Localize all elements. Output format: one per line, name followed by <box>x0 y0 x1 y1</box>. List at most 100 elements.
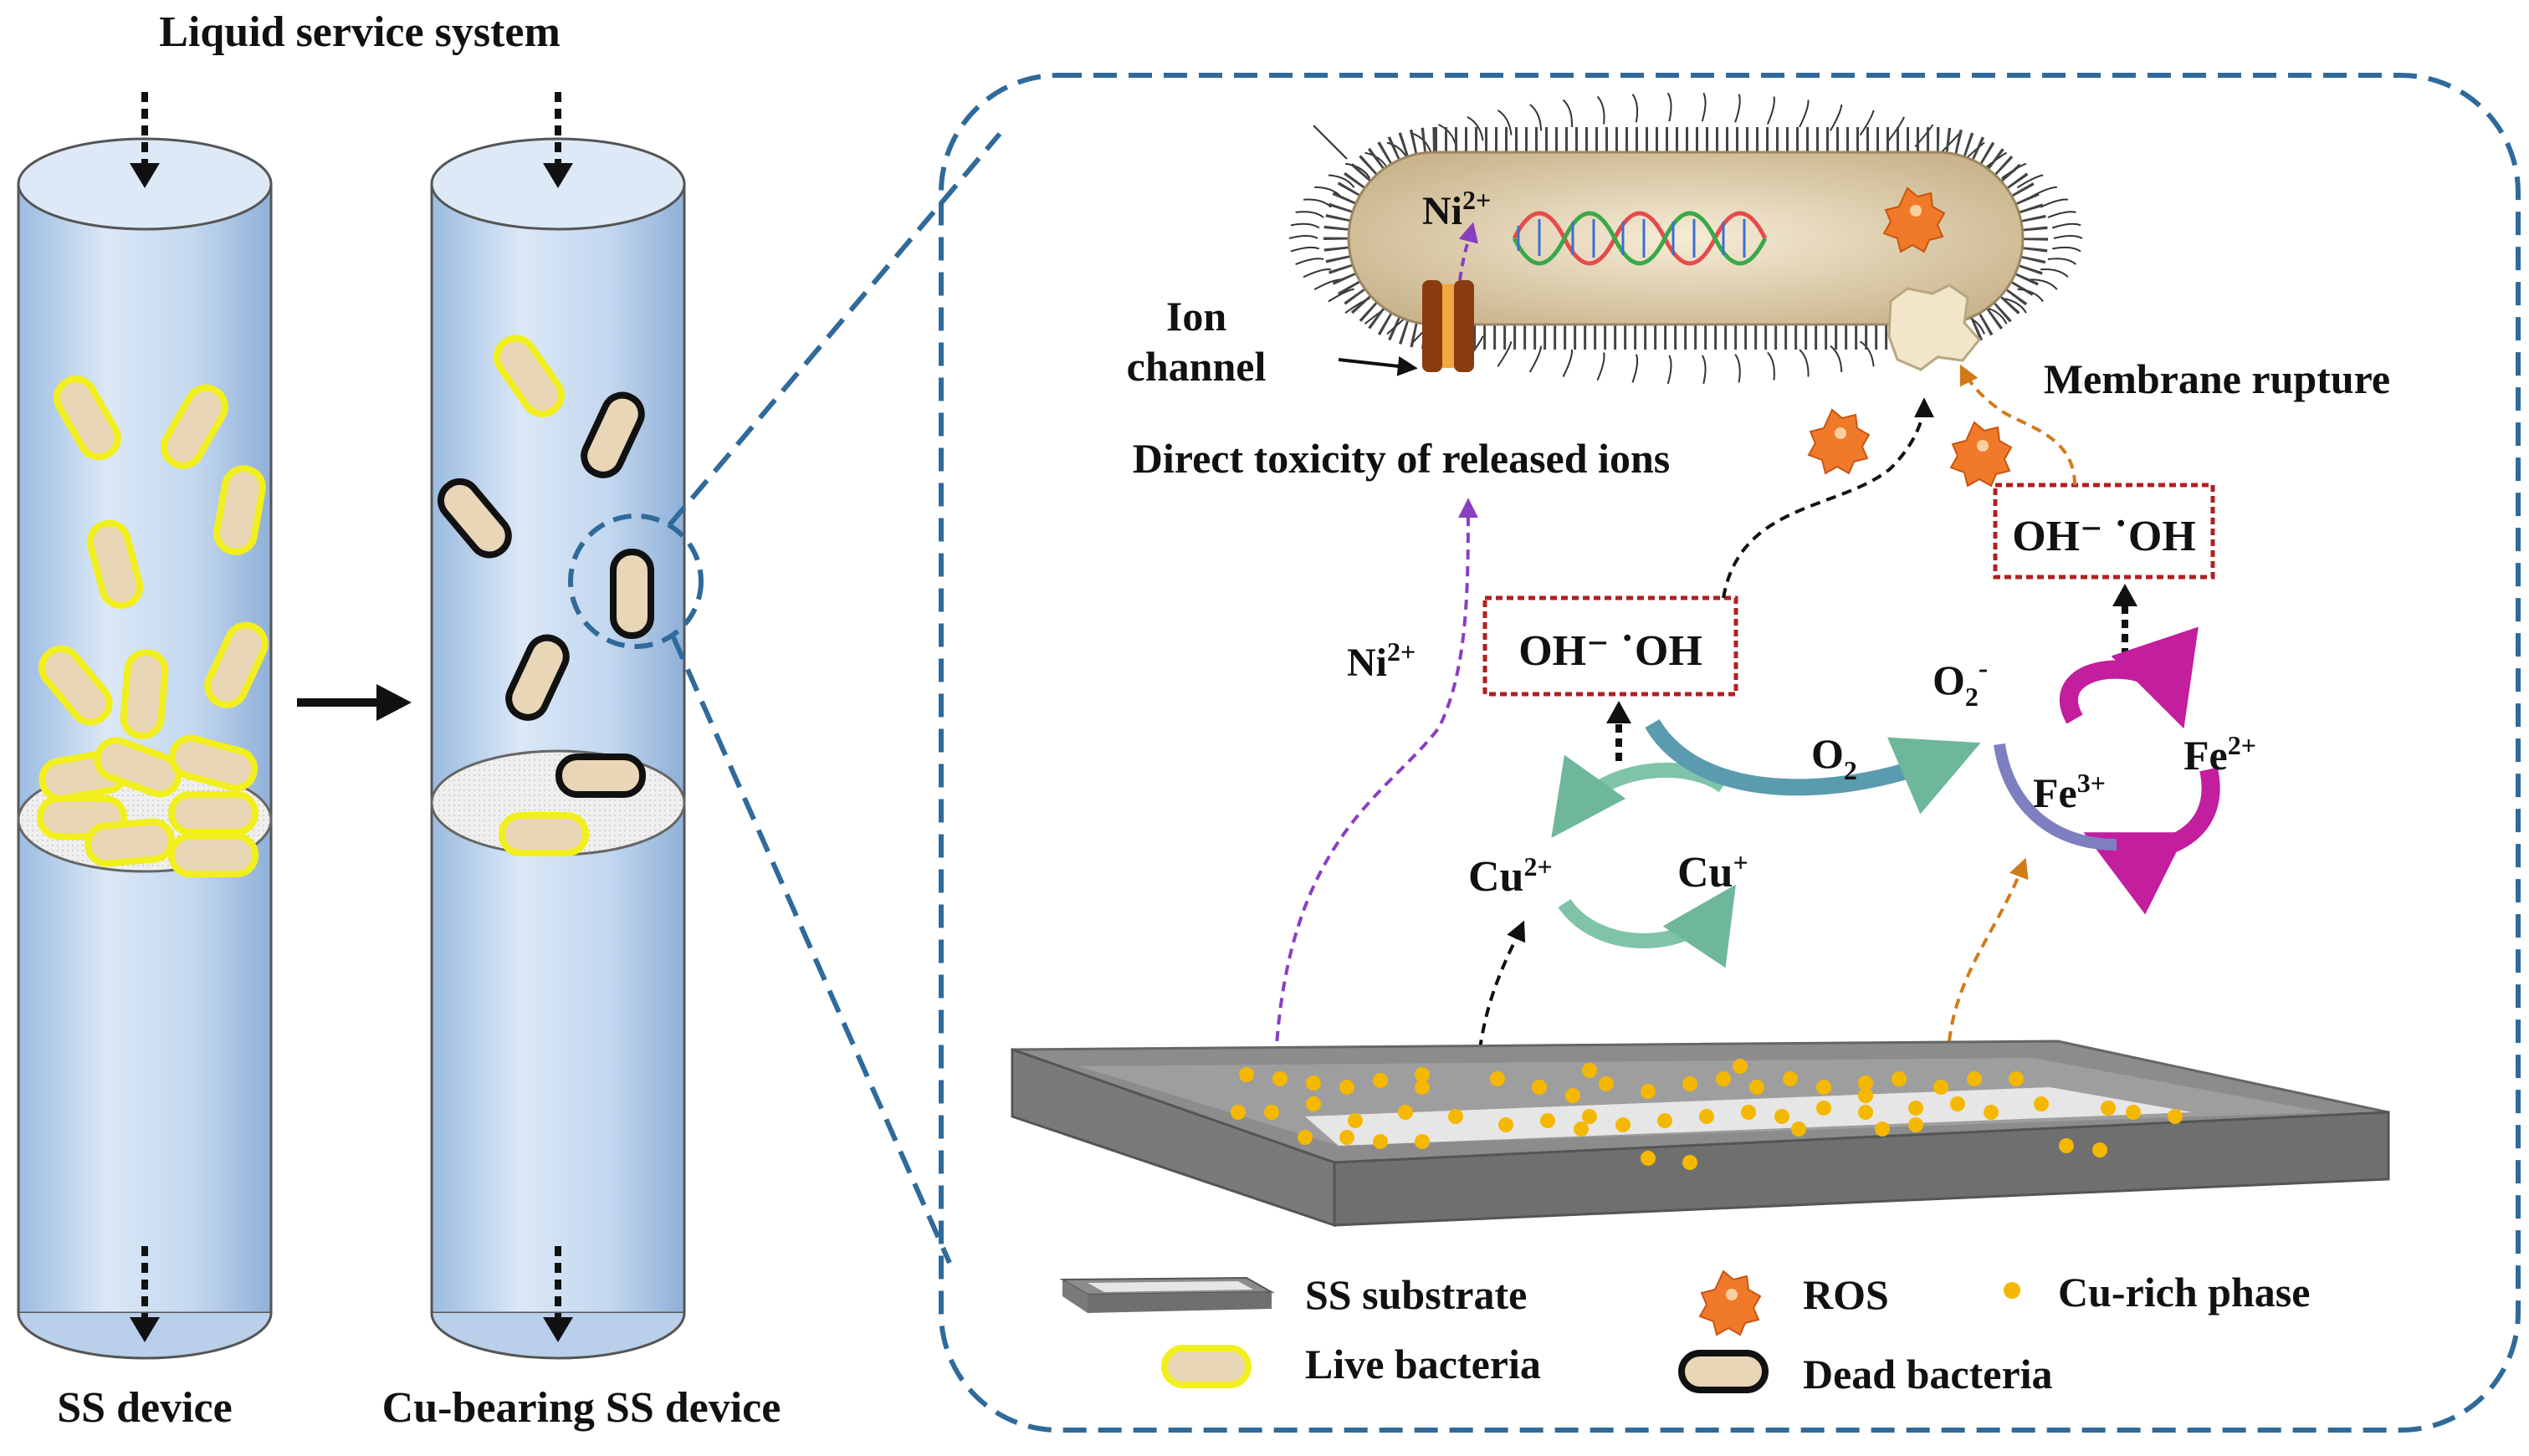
hydroxyl-box-left <box>1482 595 1738 697</box>
hydroxyl-label-right: OH⁻ ˙OH <box>2012 513 2196 560</box>
cilium <box>1799 349 1810 377</box>
cilium <box>1596 352 1605 381</box>
legend-cu-rich-icon <box>2004 1282 2020 1299</box>
cilium <box>1830 345 1843 373</box>
o2-reduction-arrow <box>1645 718 1981 815</box>
cu2-label: Cu2+ <box>1468 851 1553 901</box>
cilium <box>1562 99 1574 127</box>
cilium <box>2051 222 2081 229</box>
ion-channel-pointer <box>1338 355 1418 376</box>
cilium <box>1467 115 1484 141</box>
ros-icon-mid <box>1807 408 1871 475</box>
flow-arrow-in-right <box>543 92 573 188</box>
cu-to-hydroxyl-arrow <box>1606 701 1631 761</box>
cilium <box>2017 288 2044 303</box>
ros-icon-right <box>1949 421 2013 488</box>
cu-particle <box>1339 1080 1354 1095</box>
cu-release-arrow <box>1475 920 1526 1084</box>
hydroxyl-label-left: OH⁻ ˙OH <box>1518 627 1702 675</box>
cu-particle <box>1716 1071 1731 1086</box>
cu-particle <box>1774 1109 1789 1124</box>
cilium <box>1887 116 1906 141</box>
cu-particle <box>1348 1113 1363 1128</box>
cu-particle <box>1908 1117 1923 1132</box>
zoom-line-top <box>667 132 1002 527</box>
cu-particle <box>1933 1080 1948 1095</box>
cu-particle <box>1741 1105 1756 1120</box>
cu-particle <box>1415 1080 1430 1095</box>
cilium <box>1734 354 1741 383</box>
cilium <box>1529 104 1543 131</box>
ros-to-membrane-arrow-left <box>1722 397 1934 599</box>
cu-particle <box>1858 1075 1873 1091</box>
legend-dead-bacteria-label: Dead bacteria <box>1803 1351 2053 1397</box>
flow-arrow-out-right <box>543 1246 573 1342</box>
cu-particle <box>1875 1121 1890 1137</box>
cilium <box>1859 340 1875 367</box>
cu-particle <box>1950 1096 1965 1111</box>
cu-particle <box>1791 1121 1806 1137</box>
legend-ss-substrate-label: SS substrate <box>1305 1271 1527 1318</box>
cu-particle <box>2101 1101 2116 1116</box>
cilium <box>2053 235 2083 239</box>
cilium <box>2030 278 2058 290</box>
cu-rich-particles <box>1231 1059 2183 1170</box>
ion-channel-label-2: channel <box>1127 343 1267 390</box>
fe-cycle-gradient-band <box>1994 743 2117 851</box>
hydroxyl-box-right <box>1993 483 2215 580</box>
cilium <box>1859 110 1875 136</box>
cilium <box>1767 351 1775 381</box>
cu-particle <box>2126 1105 2141 1120</box>
cu-particle <box>1816 1101 1831 1116</box>
ni-inside-label: Ni2+ <box>1422 185 1491 233</box>
cu-particle <box>1967 1071 1982 1086</box>
cilium <box>1766 96 1775 125</box>
ion-channel-label-1: Ion <box>1166 293 1226 340</box>
cu-ss-device-tube <box>430 137 686 1360</box>
direct-toxicity-label: Direct toxicity of released ions <box>1133 435 1670 482</box>
fe-release-arrow <box>1948 857 2029 1042</box>
cilium <box>1497 109 1513 135</box>
zoom-circle <box>568 513 704 649</box>
bacterium-cell <box>1288 92 2083 385</box>
ss-substrate-plate <box>1011 1040 2390 1228</box>
legend-ros-icon <box>1698 1270 1762 1336</box>
cilium <box>2040 198 2069 208</box>
cu-particle <box>1908 1101 1923 1116</box>
cu-particle <box>1264 1105 1279 1120</box>
cu-particle <box>1615 1117 1631 1132</box>
cu-particle <box>1641 1151 1656 1166</box>
zoom-line-bottom <box>671 636 952 1264</box>
cu-particle <box>2168 1109 2183 1124</box>
cu-particle <box>1641 1084 1656 1099</box>
cu-particle <box>1984 1105 1999 1120</box>
cu-particle <box>2059 1138 2074 1153</box>
cu-particle <box>1749 1080 1764 1095</box>
cilium <box>1631 354 1639 383</box>
label-cu-ss-device: Cu-bearing SS device <box>382 1384 781 1432</box>
dna-icon <box>1512 211 1768 266</box>
live-bacteria-left <box>37 375 269 877</box>
cilium <box>1528 345 1543 373</box>
cu-particle <box>1733 1059 1748 1074</box>
cu-particle <box>1657 1113 1672 1128</box>
fe-to-hydroxyl-arrow <box>2112 584 2137 656</box>
cilium <box>1290 222 1320 229</box>
cu-particle <box>1540 1113 1555 1128</box>
cu-particle <box>1892 1071 1907 1086</box>
cilium <box>1344 162 1371 179</box>
cu-particle <box>1783 1071 1798 1086</box>
cilium <box>2016 174 2044 189</box>
cilium <box>2047 211 2076 218</box>
cu-particle <box>1816 1080 1831 1095</box>
cilium <box>1734 94 1741 123</box>
cu-particle <box>1498 1117 1513 1132</box>
cu1-label: Cu+ <box>1677 847 1748 897</box>
ion-channel-icon <box>1422 280 1474 372</box>
fe-redox-cycle <box>2059 626 2220 915</box>
cu-particle <box>1565 1088 1580 1103</box>
cu-particle <box>1490 1071 1505 1086</box>
cilium <box>1596 95 1605 125</box>
transition-arrow <box>297 684 412 721</box>
